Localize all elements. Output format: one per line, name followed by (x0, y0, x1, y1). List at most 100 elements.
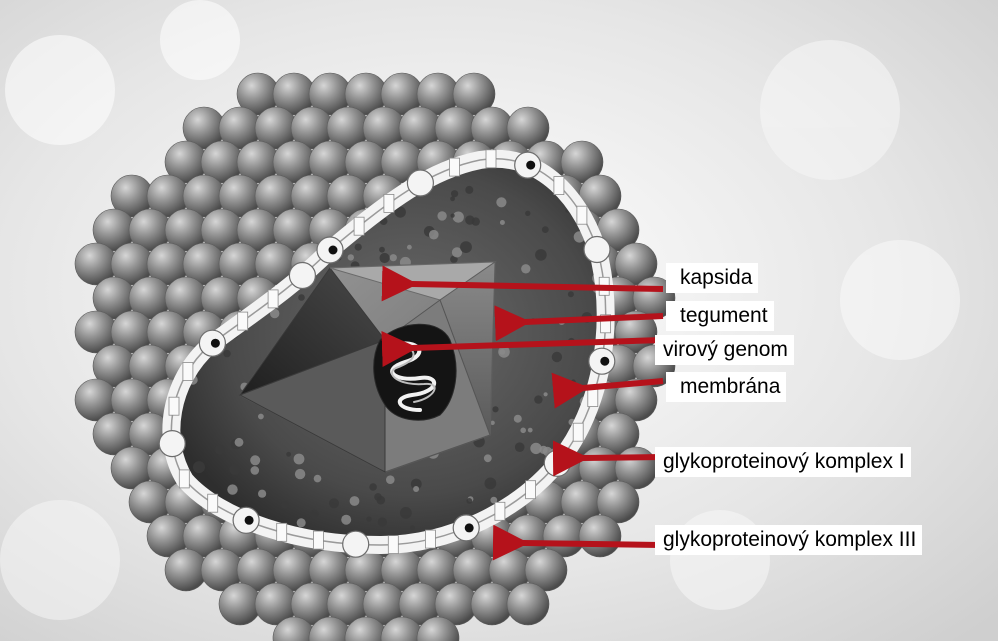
tegument-dot (466, 498, 472, 504)
tegument-dot (258, 414, 264, 420)
membrane-protein (183, 363, 193, 381)
tegument-dot (520, 428, 526, 434)
tegument-dot (329, 498, 339, 508)
glycoprotein-complex (199, 330, 225, 356)
tegument-dot (521, 264, 530, 273)
membrane-protein (584, 237, 610, 263)
membrane-protein (289, 263, 315, 289)
tegument-dot (250, 455, 260, 465)
tegument-dot (298, 294, 305, 301)
tegument-dot (556, 379, 562, 385)
membrane-protein (343, 531, 369, 557)
tegument-dot (451, 214, 455, 218)
tegument-dot (515, 442, 525, 452)
tegument-dot (223, 350, 230, 357)
tegument-dot (484, 454, 492, 462)
membrane-protein (233, 507, 259, 533)
membrane-protein (495, 502, 505, 520)
membrane-protein (313, 531, 323, 549)
glycoprotein-complex (388, 536, 398, 554)
tegument-dot (235, 438, 244, 447)
tegument-dot (465, 186, 473, 194)
membrane-protein (354, 217, 364, 235)
tegument-dot (366, 516, 371, 521)
membrane-protein (238, 312, 248, 330)
label-glyko-I: glykoproteinový komplex I (655, 447, 911, 477)
tegument-dot (369, 483, 377, 491)
tegument-dot (485, 478, 497, 490)
label-virovy-genom: virový genom (655, 335, 794, 365)
membrane-protein (526, 481, 536, 499)
label-glyko-III: glykoproteinový komplex III (655, 525, 922, 555)
tegument-dot (310, 510, 319, 519)
tegument-dot (535, 249, 547, 261)
membrane-protein (588, 389, 598, 407)
tegument-dot (465, 215, 474, 224)
tegument-dot (528, 428, 533, 433)
tegument-dot (380, 253, 390, 263)
tegument-dot (297, 518, 306, 527)
membrane-protein (577, 206, 587, 224)
tegument-dot (492, 406, 498, 412)
tegument-dot (571, 379, 576, 384)
membrane-protein (159, 431, 185, 457)
tegument-dot (525, 211, 530, 216)
tegument-dot (514, 415, 522, 423)
membrane-protein (573, 423, 583, 441)
tegument-dot (314, 475, 322, 483)
tegument-dot (229, 464, 240, 475)
tegument-dot (390, 254, 397, 261)
tegument-dot (530, 443, 541, 454)
tegument-dot (552, 352, 562, 362)
tegument-dot (413, 486, 419, 492)
tegument-dot (341, 515, 351, 525)
tegument-dot (542, 226, 549, 233)
membrane-protein (277, 523, 287, 541)
membrane-protein (268, 290, 278, 308)
tegument-dot (227, 484, 237, 494)
tegument-dot (348, 254, 354, 260)
tegument-dot (500, 220, 505, 225)
tegument-dot (215, 445, 225, 455)
membrane-protein (384, 194, 394, 212)
tegument-dot (544, 392, 548, 396)
tegument-dot (410, 525, 415, 530)
tegument-dot (379, 247, 385, 253)
tegument-dot (534, 395, 542, 403)
tegument-dot (355, 244, 362, 251)
glycoprotein-complex (208, 494, 218, 512)
membrane-protein (450, 158, 460, 176)
envelope-sphere (507, 583, 549, 625)
tegument-dot (407, 245, 412, 250)
glycoprotein-complex (486, 150, 496, 168)
membrane-protein (453, 515, 479, 541)
tegument-dot (258, 490, 266, 498)
tegument-dot (350, 496, 360, 506)
membrane-protein (169, 397, 179, 415)
arrow-glyko-III (523, 543, 660, 545)
tegument-dot (374, 493, 382, 501)
label-kapsida: kapsida (666, 263, 758, 293)
tegument-dot (294, 454, 305, 465)
tegument-dot (386, 475, 395, 484)
tegument-dot (496, 197, 506, 207)
tegument-dot (568, 291, 574, 297)
tegument-dot (295, 469, 305, 479)
tegument-dot (450, 196, 455, 201)
tegument-dot (453, 212, 464, 223)
tegument-dot (429, 230, 439, 240)
envelope-sphere (165, 549, 207, 591)
membrane-protein (554, 177, 564, 195)
envelope-sphere (579, 515, 621, 557)
glycoprotein-complex (544, 450, 570, 476)
glycoprotein-complex (317, 237, 343, 263)
tegument-dot (193, 461, 205, 473)
viral-genome (374, 324, 456, 420)
label-membrana: membrána (666, 372, 786, 402)
tegument-dot (400, 507, 412, 519)
tegument-dot (460, 241, 472, 253)
tegument-dot (251, 466, 260, 475)
tegument-dot (565, 394, 570, 399)
membrane-protein (407, 170, 433, 196)
membrane-protein (179, 470, 189, 488)
